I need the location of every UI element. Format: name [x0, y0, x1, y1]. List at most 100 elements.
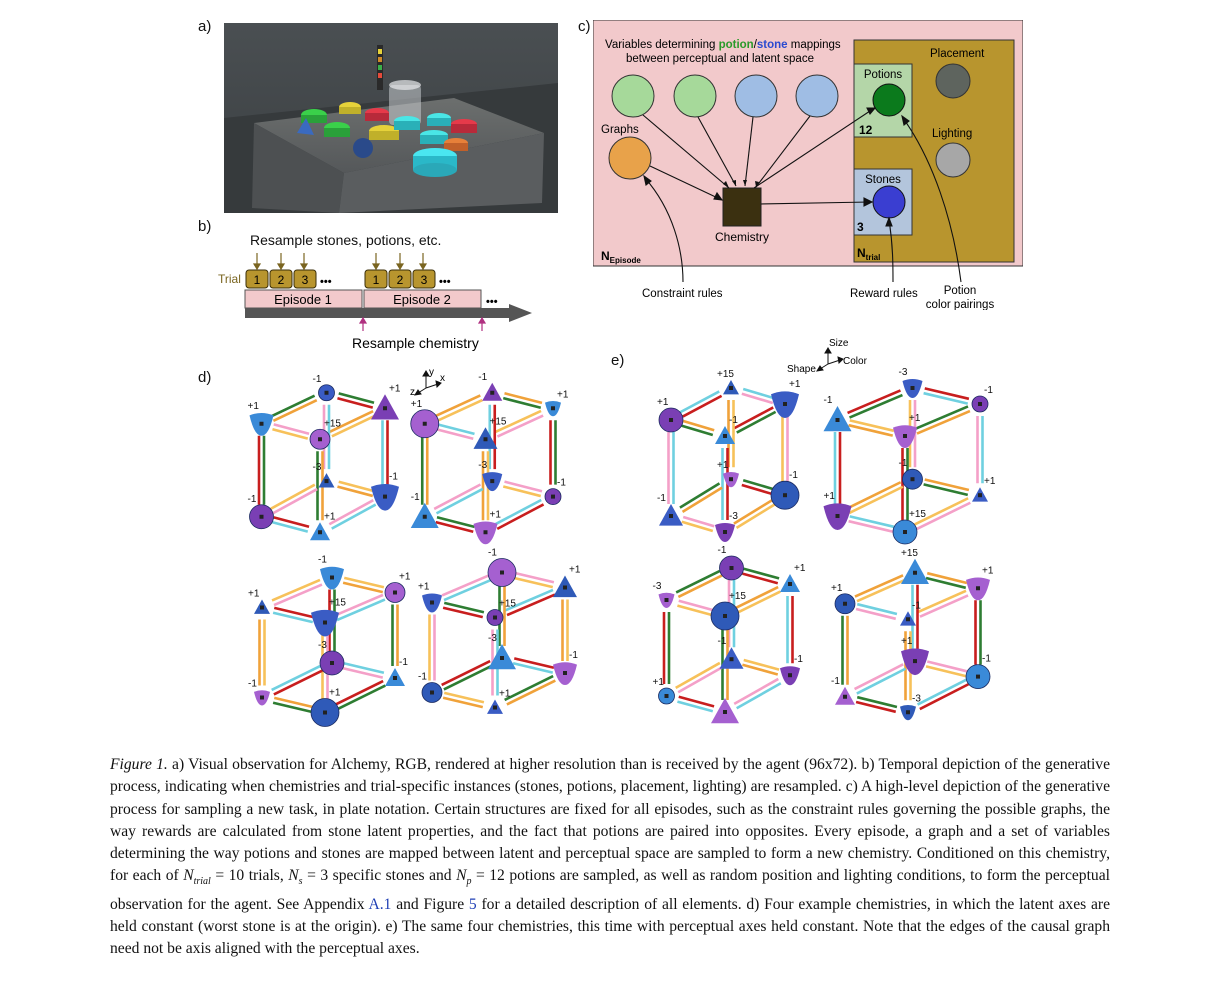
graph-edge: [916, 501, 971, 531]
graph-edge: [924, 478, 970, 492]
figure-5-link[interactable]: 5: [468, 895, 477, 913]
stone-node-core: [563, 585, 567, 590]
panel-label-b: b): [198, 218, 212, 235]
episode-1-label: Episode 1: [274, 292, 332, 307]
graph-edge: [331, 414, 376, 438]
reward-label: +1: [794, 563, 806, 574]
reward-label: -3: [912, 693, 921, 704]
reward-label: -1: [248, 494, 257, 505]
reward-label: +1: [248, 589, 260, 600]
episode-2-label: Episode 2: [393, 292, 451, 307]
stone-node-core: [723, 434, 727, 438]
reward-label: -1: [399, 657, 408, 668]
graph-edge: [502, 485, 542, 498]
svg-text:between perceptual and latent: between perceptual and latent space: [626, 53, 814, 65]
stone-node-core: [783, 493, 787, 498]
stone-node-core: [729, 566, 734, 570]
graph-edge: [273, 606, 315, 619]
graph-edge: [504, 480, 543, 493]
reward-label: +1: [418, 582, 430, 593]
stone-node-core: [551, 406, 555, 411]
reward-label: -1: [824, 395, 833, 406]
svg-text:Potions: Potions: [864, 69, 903, 81]
stone-node-core: [903, 530, 907, 534]
stone-node-core: [318, 437, 322, 442]
stone-node-core: [259, 514, 264, 519]
svg-text:1: 1: [373, 273, 380, 287]
graph-edge: [504, 674, 554, 702]
stone-node-core: [393, 590, 397, 595]
stone-node-core: [843, 601, 847, 606]
reward-label: -1: [313, 374, 322, 385]
graph-edge: [733, 677, 779, 706]
reward-label: -1: [984, 385, 993, 396]
graph-edge: [342, 581, 384, 594]
graph-edge: [337, 485, 374, 498]
graph-edge: [443, 664, 493, 691]
graph-edge: [512, 576, 554, 589]
graph-edge: [272, 701, 314, 714]
svg-text:12: 12: [859, 123, 873, 137]
graph-edge: [916, 409, 971, 435]
trial-boxes-ep1: 1 2 3 •••: [245, 269, 332, 289]
graph-edge: [675, 661, 721, 690]
svg-text:2: 2: [278, 273, 285, 287]
reward-label: +1: [411, 399, 423, 410]
graph-edge: [334, 679, 384, 707]
graph-edge: [925, 576, 967, 590]
reward-label: -3: [653, 581, 662, 592]
causal-graphs: -1+1+1+15-3-1-1+1-1+1+1+15-3-1-1+1-1+1+1…: [248, 367, 996, 727]
reward-label: +1: [399, 572, 411, 583]
variables-title: Variables determining potion/stone mappi…: [605, 39, 841, 51]
reward-label: +1: [324, 511, 336, 522]
graph-edge: [682, 515, 715, 528]
svg-text:Shape: Shape: [787, 364, 816, 375]
stone-node-core: [664, 598, 669, 602]
graph-edge: [856, 667, 907, 695]
graph-edge: [441, 659, 491, 687]
stone-node-core: [330, 661, 334, 665]
graph-edge: [272, 487, 318, 515]
svg-text:NEpisode: NEpisode: [601, 249, 641, 265]
graph-edge: [513, 657, 555, 670]
reward-label: +1: [329, 688, 341, 699]
reward-label: -3: [478, 460, 487, 471]
reward-label: +1: [657, 397, 669, 408]
stone-node-core: [259, 421, 264, 426]
stone-node-core: [913, 570, 917, 575]
reward-label: -1: [411, 492, 420, 503]
svg-text:•••: •••: [486, 296, 498, 308]
svg-text:Chemistry: Chemistry: [715, 230, 769, 244]
graph-edge: [337, 396, 374, 409]
graph-edge: [273, 669, 323, 696]
appendix-link[interactable]: A.1: [368, 895, 392, 913]
stone-node-core: [318, 530, 322, 535]
stone-node-core: [976, 674, 980, 679]
reward-label: -1: [729, 415, 738, 426]
reward-label: -1: [569, 650, 578, 661]
stone-node-core: [551, 494, 555, 499]
graph-edge: [743, 658, 780, 671]
reward-label: +15: [499, 599, 516, 610]
reward-label: +1: [499, 689, 511, 700]
stone-node-core: [430, 690, 434, 695]
reward-label: -1: [794, 654, 803, 665]
graph-edge: [916, 678, 967, 706]
graph-edge: [742, 387, 775, 400]
reward-label: -1: [831, 676, 840, 687]
panel-label-d: d): [198, 369, 212, 386]
graph-edge: [853, 663, 904, 691]
graph-edge: [328, 499, 374, 526]
graph-edge: [435, 487, 484, 515]
svg-text:z: z: [410, 387, 415, 398]
graph-edge: [336, 684, 386, 711]
graph-edge: [512, 661, 554, 674]
graph-edge: [741, 483, 774, 496]
resample-chemistry-label: Resample chemistry: [352, 335, 479, 351]
panel-label-c: c): [578, 18, 591, 35]
svg-text:•••: •••: [439, 276, 451, 288]
graph-edge: [856, 602, 898, 616]
graph-edge: [502, 396, 542, 409]
graph-edge: [919, 683, 970, 711]
svg-text:Color: Color: [843, 356, 868, 367]
